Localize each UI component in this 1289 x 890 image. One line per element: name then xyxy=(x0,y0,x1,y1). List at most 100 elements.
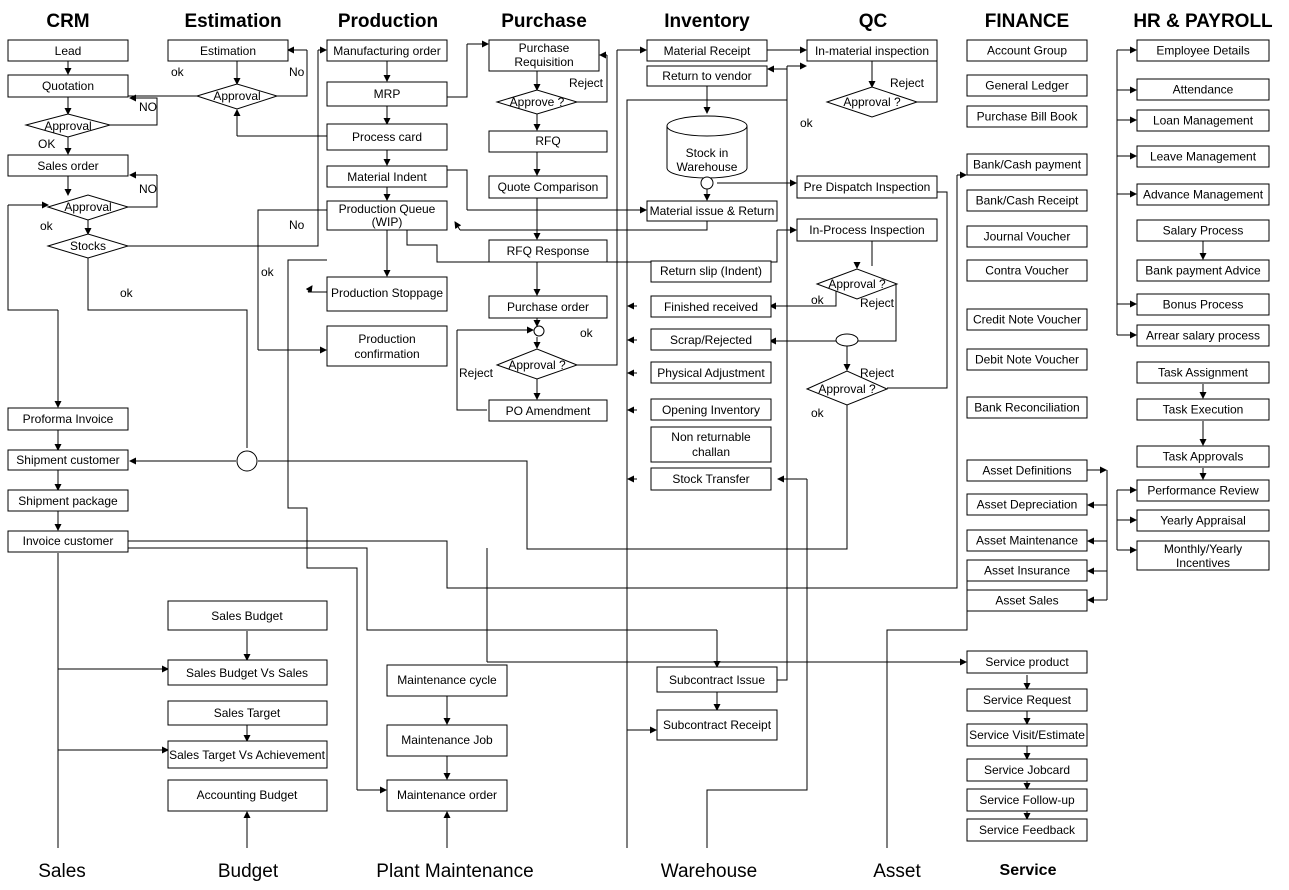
connector-lines xyxy=(7,40,1207,848)
maintenance-order-box: Maintenance order xyxy=(386,779,508,812)
edge-label-ok: ok xyxy=(580,326,594,340)
arrear-salary-process-box: Arrear salary process xyxy=(1136,324,1270,347)
bank-reconciliation-label: Bank Reconciliation xyxy=(974,401,1079,415)
purchase-requisition-label-1: Purchase xyxy=(519,41,570,55)
edge-labels: NO OK NO ok ok ok No No ok Reject ok Rej… xyxy=(38,65,925,420)
header-hr-payroll: HR & PAYROLL xyxy=(1133,11,1273,32)
edge-label-reject: Reject xyxy=(860,366,895,380)
bank-payment-advice-box: Bank payment Advice xyxy=(1136,259,1270,282)
edge-label-ok: ok xyxy=(811,406,825,420)
crm-shipment-customer-box: Shipment customer xyxy=(7,449,129,471)
crm-shipment-package-box: Shipment package xyxy=(7,489,129,512)
footer-sales: Sales xyxy=(38,861,86,882)
maintenance-job-box: Maintenance Job xyxy=(386,724,508,757)
edge-label-reject: Reject xyxy=(569,76,604,90)
employee-details-box: Employee Details xyxy=(1136,39,1270,62)
credit-note-voucher-label: Credit Note Voucher xyxy=(973,313,1081,327)
sales-budget-label: Sales Budget xyxy=(211,609,283,623)
scrap-rejected-box: Scrap/Rejected xyxy=(650,328,772,351)
leave-management-box: Leave Management xyxy=(1136,145,1270,168)
non-returnable-challan-label-2: challan xyxy=(692,445,730,459)
production-queue-box: Production Queue(WIP) xyxy=(326,200,448,231)
crm-merge-node xyxy=(236,450,258,472)
yearly-appraisal-label: Yearly Appraisal xyxy=(1160,514,1246,528)
header-inventory: Inventory xyxy=(664,11,750,32)
crm-approval-decision: Approval xyxy=(24,113,112,138)
estimation-approval-decision: Approval xyxy=(195,83,279,110)
crm-proforma-box: Proforma Invoice xyxy=(7,407,129,431)
edge-label-ok: ok xyxy=(40,219,54,233)
edge-label-reject: Reject xyxy=(860,296,895,310)
pre-dispatch-inspection-label: Pre Dispatch Inspection xyxy=(804,180,931,194)
edge-label-no: No xyxy=(289,218,305,232)
purchase-requisition-label-2: Requisition xyxy=(514,55,573,69)
attendance-box: Attendance xyxy=(1136,78,1270,101)
task-assignment-label: Task Assignment xyxy=(1158,366,1249,380)
crm-invoice-customer-box: Invoice customer xyxy=(7,530,129,553)
service-jobcard-box: Service Jobcard xyxy=(966,758,1088,782)
account-group-label: Account Group xyxy=(987,44,1067,58)
service-visit-estimate-box: Service Visit/Estimate xyxy=(966,723,1088,747)
return-slip-box: Return slip (Indent) xyxy=(650,260,772,283)
arrear-salary-process-label: Arrear salary process xyxy=(1146,329,1260,343)
service-feedback-label: Service Feedback xyxy=(979,823,1076,837)
asset-definitions-label: Asset Definitions xyxy=(982,464,1071,478)
asset-maintenance-box: Asset Maintenance xyxy=(966,529,1088,552)
crm-approval-label: Approval xyxy=(44,119,91,133)
edge-label-no: No xyxy=(289,65,305,79)
asset-definitions-box: Asset Definitions xyxy=(966,459,1088,482)
advance-management-box: Advance Management xyxy=(1136,183,1270,206)
service-request-box: Service Request xyxy=(966,688,1088,712)
manufacturing-order-box: Manufacturing order xyxy=(326,39,448,62)
maintenance-order-label: Maintenance order xyxy=(397,788,497,802)
subcontract-issue-label: Subcontract Issue xyxy=(669,673,765,687)
edge-label-ok: ok xyxy=(800,116,814,130)
general-ledger-label: General Ledger xyxy=(985,79,1068,93)
incentives-label-2: Incentives xyxy=(1176,556,1230,570)
task-execution-box: Task Execution xyxy=(1136,398,1270,421)
header-production: Production xyxy=(338,11,438,32)
crm-proforma-label: Proforma Invoice xyxy=(23,412,114,426)
performance-review-box: Performance Review xyxy=(1136,479,1270,502)
bank-reconciliation-box: Bank Reconciliation xyxy=(966,396,1088,419)
rfq-label: RFQ xyxy=(535,134,560,148)
header-finance: FINANCE xyxy=(985,11,1069,32)
header-purchase: Purchase xyxy=(501,11,587,32)
material-receipt-box: Material Receipt xyxy=(646,39,768,62)
asset-insurance-label: Asset Insurance xyxy=(984,564,1070,578)
asset-insurance-box: Asset Insurance xyxy=(966,559,1088,582)
service-feedback-box: Service Feedback xyxy=(966,818,1088,842)
loan-management-label: Loan Management xyxy=(1153,114,1254,128)
footer-plant-maintenance: Plant Maintenance xyxy=(376,861,533,882)
asset-maintenance-label: Asset Maintenance xyxy=(976,534,1078,548)
edge-label-no: NO xyxy=(139,100,157,114)
task-execution-label: Task Execution xyxy=(1163,403,1244,417)
contra-voucher-box: Contra Voucher xyxy=(966,259,1088,282)
bonus-process-label: Bonus Process xyxy=(1163,298,1244,312)
qc-approval1-decision: Approval ? xyxy=(825,86,919,118)
po-approval-decision: Approval ? xyxy=(495,348,579,380)
target-vs-achievement-box: Sales Target Vs Achievement xyxy=(167,740,328,769)
bonus-process-box: Bonus Process xyxy=(1136,293,1270,316)
service-product-label: Service product xyxy=(985,655,1069,669)
manufacturing-order-label: Manufacturing order xyxy=(333,44,440,58)
task-approvals-box: Task Approvals xyxy=(1136,445,1270,468)
opening-inventory-box: Opening Inventory xyxy=(650,398,772,421)
qc-merge-node xyxy=(835,333,859,347)
service-request-label: Service Request xyxy=(983,693,1072,707)
bank-payment-advice-label: Bank payment Advice xyxy=(1145,264,1261,278)
edge-label-ok: ok xyxy=(261,265,275,279)
salary-process-label: Salary Process xyxy=(1163,224,1244,238)
sales-budget-box: Sales Budget xyxy=(167,600,328,631)
crm-lead-box: Lead xyxy=(7,39,129,62)
purchase-order-box: Purchase order xyxy=(488,295,608,319)
budget-vs-sales-label: Sales Budget Vs Sales xyxy=(186,666,308,680)
crm-sales-order-box: Sales order xyxy=(7,154,129,177)
material-indent-box: Material Indent xyxy=(326,165,448,188)
bank-cash-receipt-box: Bank/Cash Receipt xyxy=(966,189,1088,212)
